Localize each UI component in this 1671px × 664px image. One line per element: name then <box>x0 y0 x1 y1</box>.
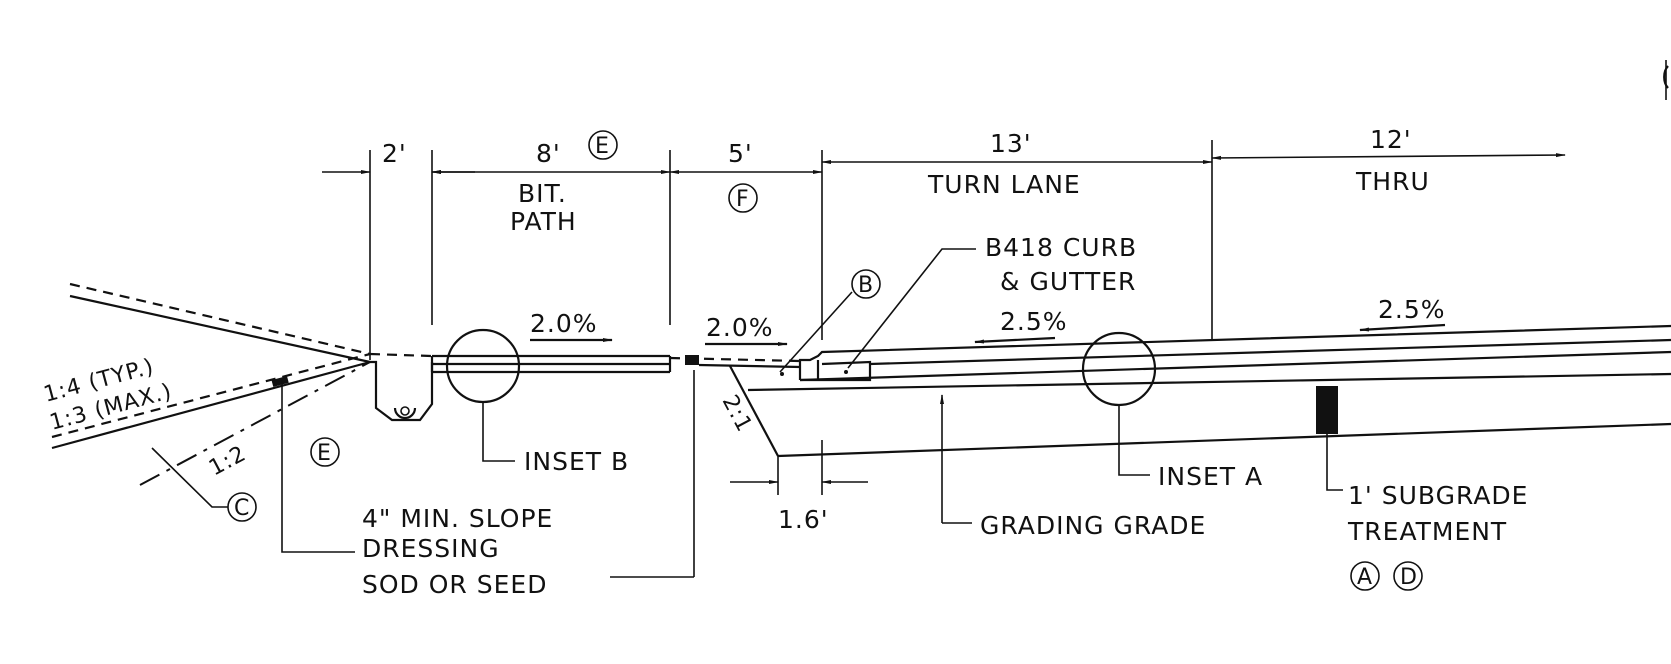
callout-grading-grade: GRADING GRADE <box>980 511 1206 540</box>
note-marker-e-top: E <box>588 130 618 160</box>
note-marker-b: B <box>779 269 881 373</box>
slope-buffer: 2.0% <box>706 313 774 342</box>
note-marker-a: A <box>1350 561 1380 591</box>
slope-path: 2.0% <box>530 309 598 338</box>
svg-text:D: D <box>1400 565 1418 590</box>
callout-subgrade-line1: 1' SUBGRADE <box>1348 481 1528 510</box>
section-geometry <box>51 248 1671 578</box>
slope-turn-lane: 2.5% <box>1000 307 1068 336</box>
centerline-symbol <box>1663 60 1669 100</box>
svg-text:B: B <box>858 273 874 298</box>
label-thru: THRU <box>1355 167 1430 196</box>
slope-thru: 2.5% <box>1378 295 1446 324</box>
svg-text:E: E <box>317 441 332 466</box>
slope-dressing-leader <box>281 380 355 553</box>
callout-inset-b: INSET B <box>524 447 629 476</box>
label-turn-lane: TURN LANE <box>927 170 1081 199</box>
slope-arrows <box>530 323 1446 346</box>
svg-text:A: A <box>1357 565 1373 590</box>
width-buffer: 5' <box>728 139 753 168</box>
callout-slope-dressing-line1: 4" MIN. SLOPE <box>362 504 553 533</box>
slope-backslope: 1:2 <box>205 441 251 481</box>
width-shoulder: 2' <box>382 139 407 168</box>
width-turn-lane: 13' <box>990 129 1032 158</box>
label-path-line2: PATH <box>510 207 577 236</box>
width-thru: 12' <box>1370 125 1412 154</box>
svg-text:C: C <box>234 496 250 521</box>
width-path: 8' <box>536 139 561 168</box>
slope-fill: 2:1 <box>717 391 757 437</box>
callout-subgrade-line2: TREATMENT <box>1347 517 1507 546</box>
label-path-line1: BIT. <box>518 179 567 208</box>
svg-text:F: F <box>736 187 750 212</box>
note-marker-f: F <box>728 183 758 213</box>
callout-curb-offset: 1.6' <box>778 505 829 534</box>
note-marker-e-bottom: E <box>310 437 340 467</box>
callout-curb-line1: B418 CURB <box>985 233 1137 262</box>
callout-slope-dressing-line2: DRESSING <box>362 534 500 563</box>
svg-text:E: E <box>595 134 610 159</box>
note-marker-d: D <box>1393 561 1423 591</box>
note-marker-c: C <box>151 447 257 522</box>
callout-curb-line2: & GUTTER <box>1000 267 1136 296</box>
callout-inset-a: INSET A <box>1158 462 1263 491</box>
dimension-lines <box>322 140 1566 360</box>
callout-slope-dressing-line3: SOD OR SEED <box>362 570 547 599</box>
